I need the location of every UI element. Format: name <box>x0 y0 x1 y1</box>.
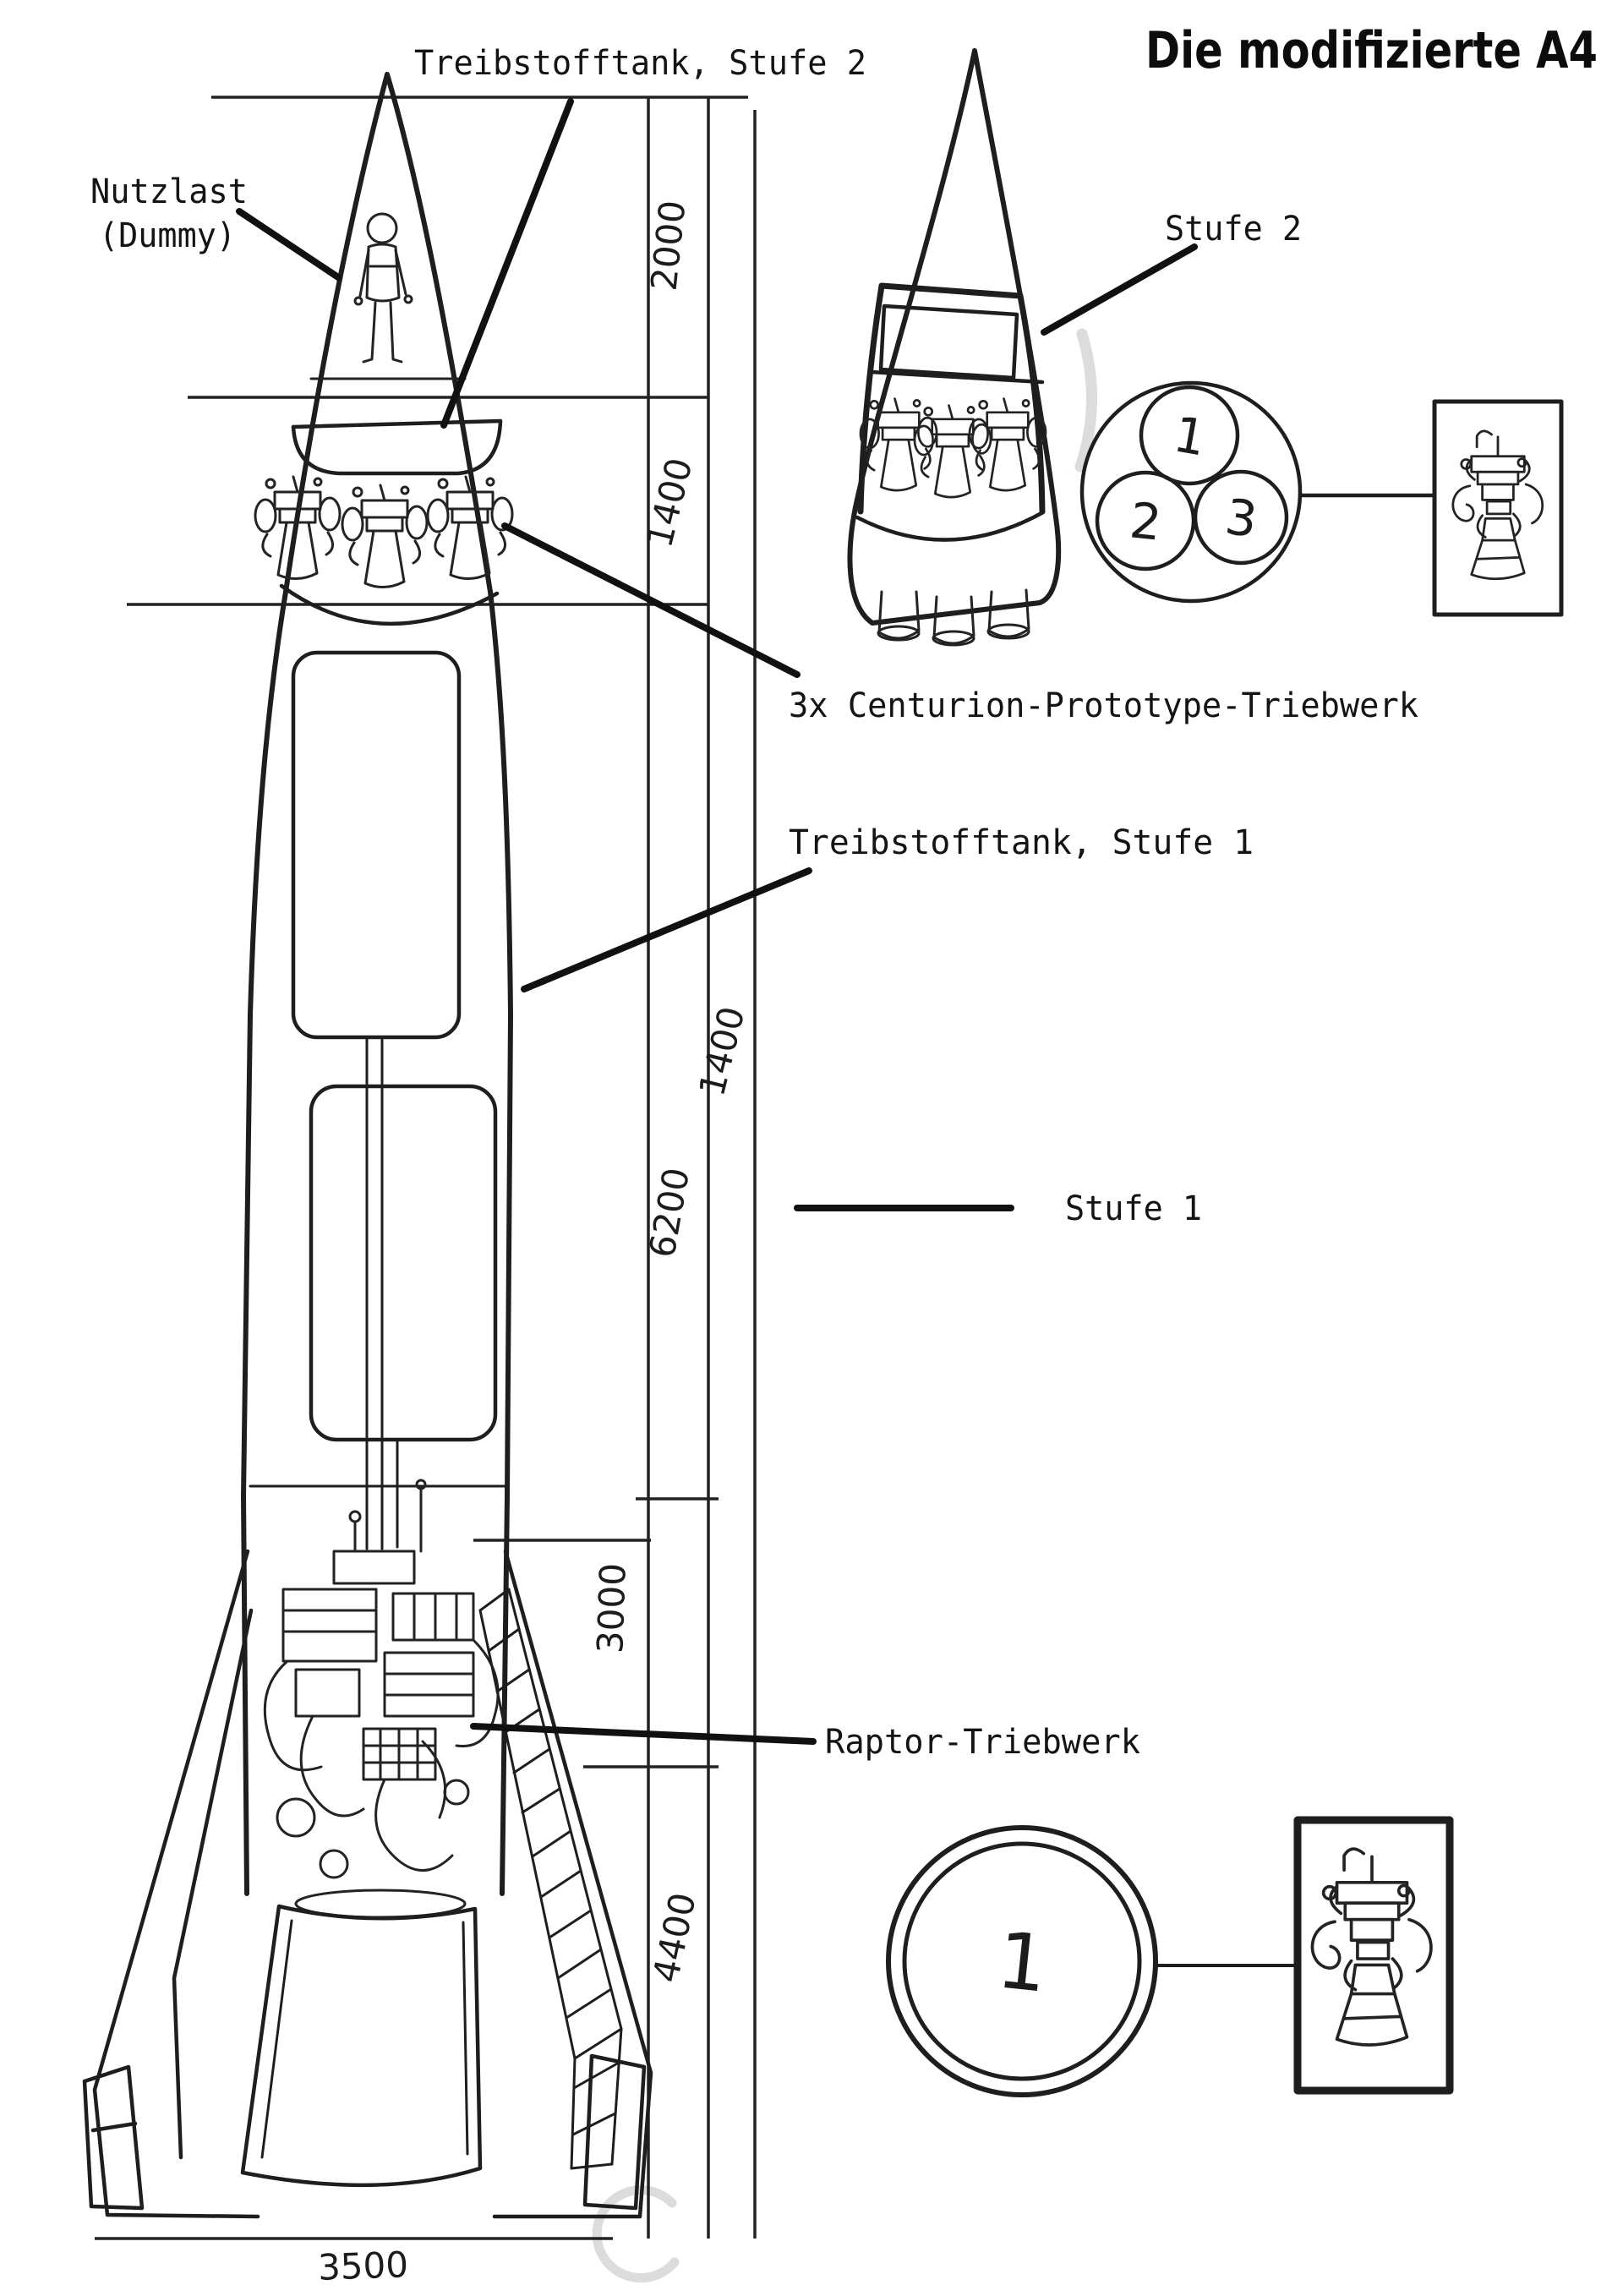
stage1-engine-detail-box <box>1293 1816 1454 2095</box>
stage2-engines <box>859 397 1047 499</box>
label-payload-line1: Nutzlast <box>90 172 248 211</box>
engine-section-machinery <box>263 1479 500 1919</box>
stage1-lower-tank <box>309 1084 498 1442</box>
callout-stage2-engine-1: 1 <box>1170 405 1210 467</box>
stage2-engine-bells <box>877 588 1030 647</box>
right-fin-lattice <box>478 1549 653 2219</box>
label-stage2: Stufe 2 <box>1165 210 1302 249</box>
stage2-engine-position-diagram <box>1079 380 1437 604</box>
leader-lines <box>236 98 1198 1745</box>
dim-engine-section: 3000 <box>589 1562 634 1654</box>
stage1-upper-tank <box>291 650 462 1040</box>
leader-centurion <box>501 522 801 678</box>
leader-stage2 <box>1041 243 1198 336</box>
callout-stage1-engine-1: 1 <box>993 1915 1052 2010</box>
leader-tank-stage1 <box>521 867 812 992</box>
label-tank-stage1: Treibstofftank, Stufe 1 <box>789 823 1254 862</box>
left-fin <box>82 1549 260 2219</box>
leader-payload <box>236 208 342 281</box>
stage2-tank-bulkhead <box>291 418 503 476</box>
stage1-engine-position-diagram <box>886 1825 1299 2097</box>
label-payload-line2: (Dummy) <box>99 216 236 255</box>
exhaust-nozzle <box>240 1904 483 2188</box>
dim-base-width: 3500 <box>317 2244 409 2288</box>
leader-tank-stage2 <box>440 98 574 429</box>
rocket-hull <box>241 72 513 1896</box>
label-raptor-engine: Raptor-Triebwerk <box>825 1723 1140 1762</box>
callout-stage2-engine-3: 3 <box>1221 488 1260 549</box>
dim-tail-section: 4400 <box>645 1889 704 1987</box>
leader-raptor <box>470 1723 817 1745</box>
dim-stage1-overall: 1400 <box>691 1003 752 1101</box>
dim-nose-section: 2000 <box>643 199 694 292</box>
fuel-pipes <box>249 1036 509 1550</box>
stage2-engine-detail-box <box>1432 399 1564 617</box>
stage2-side-view <box>847 48 1062 647</box>
callout-stage2-engine-2: 2 <box>1127 491 1164 551</box>
stage2-engine-bay <box>254 475 514 626</box>
dimension-lines <box>95 96 757 2240</box>
page-title: Die modifizierte A4 <box>1145 21 1598 80</box>
label-tank-stage2: Treibstofftank, Stufe 2 <box>414 44 866 83</box>
label-stage1: Stufe 1 <box>1065 1189 1202 1228</box>
payload-dummy-figure <box>309 212 467 380</box>
label-centurion-engines: 3x Centurion-Prototype-Triebwerk <box>789 686 1418 725</box>
main-rocket-cutaway <box>82 72 653 2219</box>
